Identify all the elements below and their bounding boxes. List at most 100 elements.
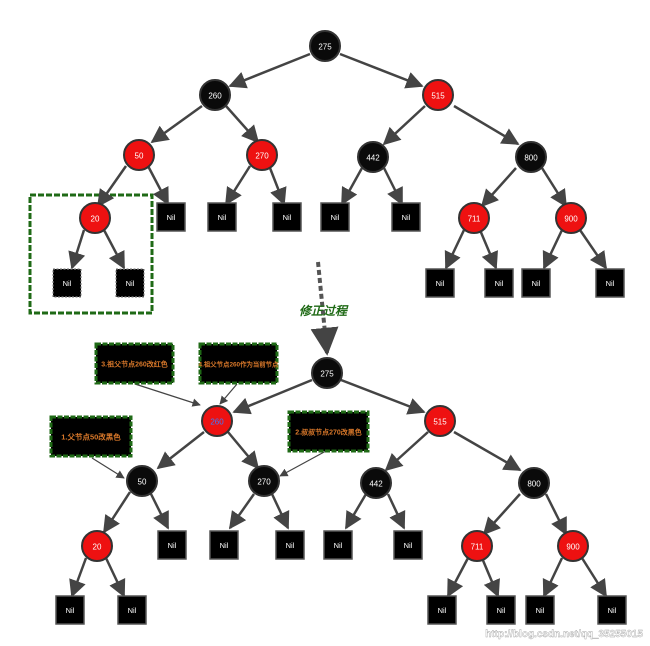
nil-leaf: Nil	[525, 595, 555, 625]
node-label: 50	[135, 152, 144, 161]
edges	[69, 378, 608, 598]
node-900: 900	[557, 530, 589, 562]
node-label: 800	[527, 480, 541, 489]
node-label: 800	[524, 154, 538, 163]
nil-leaf: Nil	[157, 530, 187, 560]
nil-label: Nil	[128, 606, 137, 615]
node-442: 442	[360, 467, 392, 499]
node-label: 711	[471, 543, 484, 552]
nil-leaf: Nil	[595, 268, 625, 298]
node-label: 442	[369, 480, 383, 489]
node-label: 260	[208, 92, 222, 101]
node-label: 442	[366, 154, 380, 163]
node-label: 275	[318, 43, 332, 52]
nil-label: Nil	[286, 541, 295, 550]
nil-leaf: Nil	[486, 595, 516, 625]
nil-leaf: Nil	[597, 595, 627, 625]
nil-label: Nil	[536, 606, 545, 615]
nil-leaf: Nil	[393, 530, 423, 560]
nil-label: Nil	[331, 213, 340, 222]
nil-leaf: Nil	[484, 268, 514, 298]
node-270: 270	[248, 465, 280, 497]
nil-label: Nil	[283, 213, 292, 222]
nil-leaf: Nil	[425, 268, 455, 298]
nil-leaf: Nil	[320, 202, 350, 232]
node-442: 442	[357, 141, 389, 173]
nil-leaf: Nil	[272, 202, 302, 232]
edges	[68, 52, 608, 270]
annotation-text: 2.叔叔节点270改黑色	[295, 428, 362, 437]
node-20: 20	[79, 202, 111, 234]
node-label: 275	[320, 370, 334, 379]
node-275: 275	[309, 30, 341, 62]
nil-label: Nil	[606, 279, 615, 288]
node-label: 260	[210, 418, 224, 427]
annotation-text: 4.祖父节点260作为当前节点	[199, 360, 280, 369]
nil-leaf: Nil	[52, 268, 82, 298]
nil-label: Nil	[168, 541, 177, 550]
nil-leaf: Nil	[115, 268, 145, 298]
nil-label: Nil	[608, 606, 617, 615]
nil-label: Nil	[167, 213, 176, 222]
nil-label: Nil	[63, 279, 72, 288]
node-260: 260	[201, 405, 233, 437]
bottom-tree: 3.祖父节点260改红色 4.祖父节点260作为当前节点 1.父节点50改黑色 …	[49, 342, 627, 625]
node-label: 270	[255, 152, 269, 161]
nil-leaf: Nil	[521, 268, 551, 298]
node-800: 800	[515, 141, 547, 173]
node-label: 515	[433, 418, 447, 427]
nil-leaf: Nil	[323, 530, 353, 560]
node-270: 270	[246, 139, 278, 171]
node-515: 515	[422, 79, 454, 111]
node-515: 515	[424, 405, 456, 437]
annotation-note1: 1.父节点50改黑色	[49, 415, 133, 458]
node-label: 270	[257, 478, 271, 487]
nil-leaf: Nil	[55, 595, 85, 625]
nil-leaf: Nil	[427, 595, 457, 625]
nil-label: Nil	[334, 541, 343, 550]
annotation-pointers	[91, 383, 327, 479]
nil-label: Nil	[218, 213, 227, 222]
nil-leaf: Nil	[207, 202, 237, 232]
annotation-note2: 2.叔叔节点270改黑色	[287, 410, 370, 453]
node-label: 900	[566, 543, 580, 552]
node-900: 900	[555, 202, 587, 234]
transition-label: 修正过程	[299, 304, 349, 318]
node-label: 20	[91, 215, 100, 224]
nil-label: Nil	[438, 606, 447, 615]
node-label: 50	[138, 478, 147, 487]
node-711: 711	[458, 202, 490, 234]
annotation-text: 3.祖父节点260改红色	[101, 360, 168, 369]
nil-leaf: Nil	[117, 595, 147, 625]
node-800: 800	[518, 467, 550, 499]
nil-leaf: Nil	[275, 530, 305, 560]
node-260: 260	[199, 79, 231, 111]
nil-label: Nil	[402, 213, 411, 222]
node-711: 711	[461, 530, 493, 562]
nil-leaf: Nil	[156, 202, 186, 232]
nil-label: Nil	[66, 606, 75, 615]
nil-label: Nil	[495, 279, 504, 288]
nil-label: Nil	[532, 279, 541, 288]
annotation-text: 1.父节点50改黑色	[61, 432, 121, 442]
nil-label: Nil	[404, 541, 413, 550]
top-tree: 275 260 515 50 270 442 800 20	[28, 30, 625, 315]
node-275: 275	[311, 357, 343, 389]
nil-label: Nil	[126, 279, 135, 288]
node-label: 711	[468, 215, 481, 224]
nil-label: Nil	[436, 279, 445, 288]
annotation-note3: 3.祖父节点260改红色	[94, 342, 175, 385]
transition: 修正过程	[299, 261, 349, 356]
node-label: 515	[431, 92, 445, 101]
annotation-note4: 4.祖父节点260作为当前节点	[198, 342, 280, 385]
node-label: 20	[93, 543, 102, 552]
nil-label: Nil	[497, 606, 506, 615]
watermark: http://blog.csdn.net/qq_35255015	[485, 629, 643, 640]
highlight-box	[28, 193, 154, 315]
node-20: 20	[81, 530, 113, 562]
nil-leaf: Nil	[209, 530, 239, 560]
nil-leaf: Nil	[391, 202, 421, 232]
node-label: 900	[564, 215, 578, 224]
nil-label: Nil	[220, 541, 229, 550]
